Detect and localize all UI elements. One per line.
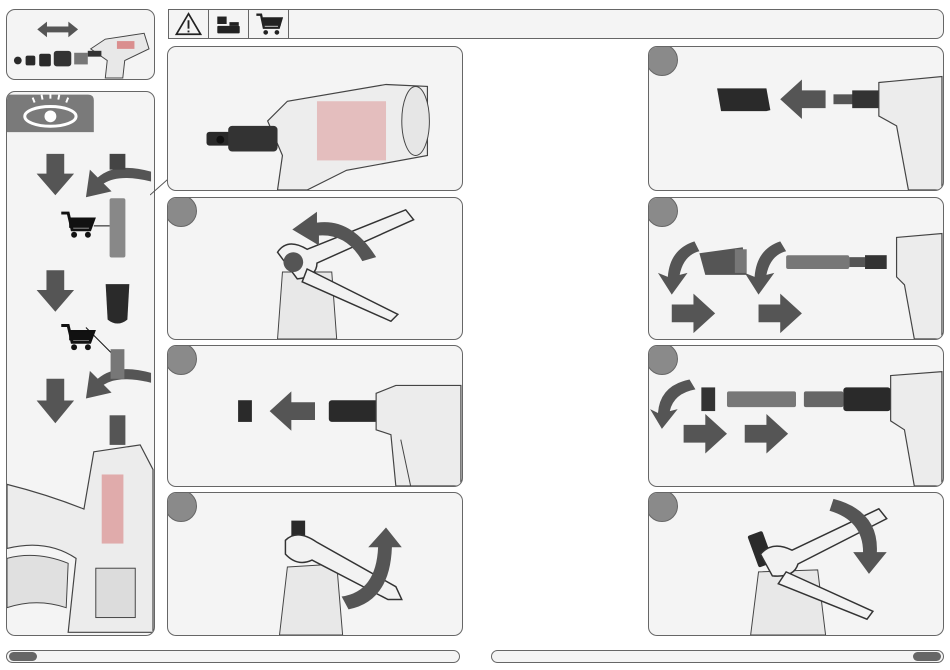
battery-box (209, 10, 249, 38)
page-marker (913, 652, 941, 661)
nose-cap (238, 400, 252, 422)
step-remove-frame (648, 46, 944, 191)
rivet-tool-body (7, 415, 153, 632)
cart-box (249, 10, 289, 38)
footer-bar-right (491, 650, 944, 663)
extension-illustration (649, 346, 943, 486)
final-tighten-illustration (649, 493, 943, 635)
down-arrow-icon (37, 154, 74, 423)
step-loosen-wrench (167, 197, 463, 340)
step-tool-overview (167, 46, 463, 191)
assemble-illustration (649, 198, 943, 339)
shopping-cart-icon (61, 213, 111, 353)
double-arrow-icon (37, 22, 78, 38)
shopping-cart-icon (249, 10, 288, 38)
page-marker (9, 652, 37, 661)
warning-box (169, 10, 209, 38)
header-bar (168, 9, 944, 39)
instruction-sidebar (6, 91, 155, 636)
battery-charger-icon (209, 10, 248, 38)
nose-housing (106, 284, 130, 323)
step-assemble-extension (648, 345, 944, 487)
left-arrow-icon (270, 391, 315, 430)
step-tighten-wrench (167, 492, 463, 636)
right-arrow-icon (684, 414, 789, 453)
right-arrow-icon (672, 294, 802, 333)
adapter-top (110, 154, 126, 170)
frame-tube (110, 198, 126, 257)
footer-bar-left (6, 650, 460, 663)
rotate-arrow-icon (650, 380, 695, 429)
step-final-tighten (648, 492, 944, 636)
eye-icon (7, 94, 94, 132)
warning-icon (169, 10, 208, 38)
tighten-illustration (168, 493, 462, 635)
sidebar-illustration (7, 92, 154, 635)
left-arrow-icon (780, 80, 825, 119)
frame-piece (111, 349, 125, 379)
step-assemble-parts (648, 197, 944, 340)
rivet-tool-icon (88, 33, 149, 78)
rivet-tool-icon (168, 47, 462, 190)
nosepiece-parts-icon (14, 51, 88, 67)
remove-frame-illustration (649, 47, 943, 190)
remove-illustration (168, 346, 462, 486)
wrench-illustration (168, 198, 462, 339)
parts-overview-panel (6, 9, 155, 80)
parts-overview-illustration (7, 10, 154, 79)
step-remove-nosepiece (167, 345, 463, 487)
